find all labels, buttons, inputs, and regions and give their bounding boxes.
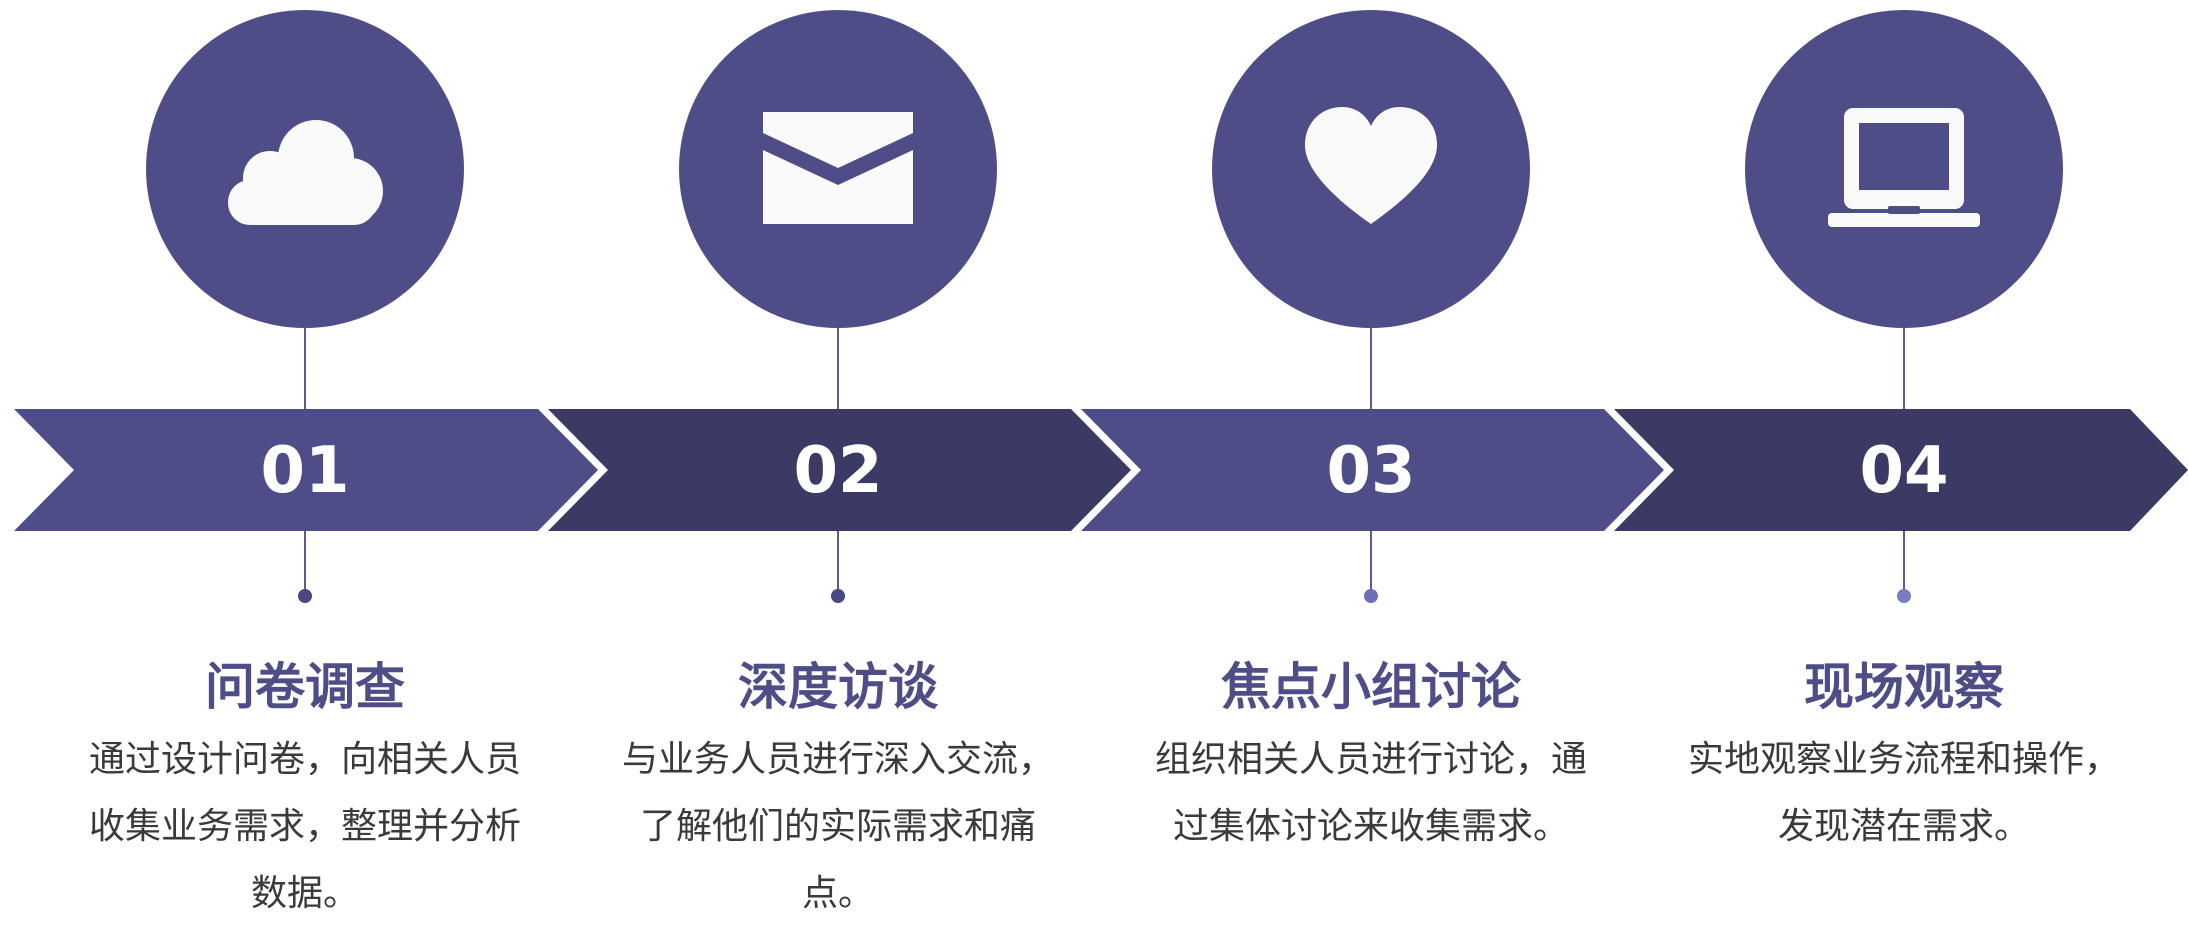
heart-icon (1305, 107, 1437, 224)
envelope-icon (763, 112, 913, 224)
cloud-icon (228, 120, 383, 225)
step-number-3: 03 (1326, 434, 1415, 508)
step-arrow-4 (1614, 409, 2188, 531)
step-title-1: 问卷调查 (205, 658, 405, 716)
step-description-1: 通过设计问卷，向相关人员收集业务需求，整理并分析数据。 (88, 739, 521, 914)
arrow-band (14, 409, 2188, 531)
step-dot-4 (1897, 589, 1911, 603)
step-number-1: 01 (260, 434, 349, 508)
icon-circle-2 (679, 10, 997, 328)
step-arrow-3 (1081, 409, 1664, 531)
connector-lines (304, 320, 1905, 594)
step-dot-3 (1364, 589, 1378, 603)
step-title-3: 焦点小组讨论 (1221, 658, 1521, 716)
step-description-3: 组织相关人员进行讨论，通过集体讨论来收集需求。 (1154, 739, 1587, 847)
step-description-4: 实地观察业务流程和操作，发现潜在需求。 (1687, 739, 2120, 847)
step-title-4: 现场观察 (1804, 658, 2004, 716)
step-column-2: 深度访谈 与业务人员进行深入交流，了解他们的实际需求和痛点。 (608, 650, 1068, 927)
step-dot-2 (831, 589, 845, 603)
step-arrow-2 (548, 409, 1131, 531)
step-arrow-1 (14, 409, 598, 531)
step-number-4: 04 (1859, 434, 1948, 508)
step-dot-1 (298, 589, 312, 603)
step-column-4: 现场观察 实地观察业务流程和操作，发现潜在需求。 (1674, 650, 2134, 860)
step-description-2: 与业务人员进行深入交流，了解他们的实际需求和痛点。 (621, 739, 1054, 914)
step-column-1: 问卷调查 通过设计问卷，向相关人员收集业务需求，整理并分析数据。 (75, 650, 535, 927)
step-column-3: 焦点小组讨论 组织相关人员进行讨论，通过集体讨论来收集需求。 (1141, 650, 1601, 860)
step-title-2: 深度访谈 (738, 658, 938, 716)
laptop-icon (1828, 108, 1980, 227)
step-number-2: 02 (793, 434, 882, 508)
